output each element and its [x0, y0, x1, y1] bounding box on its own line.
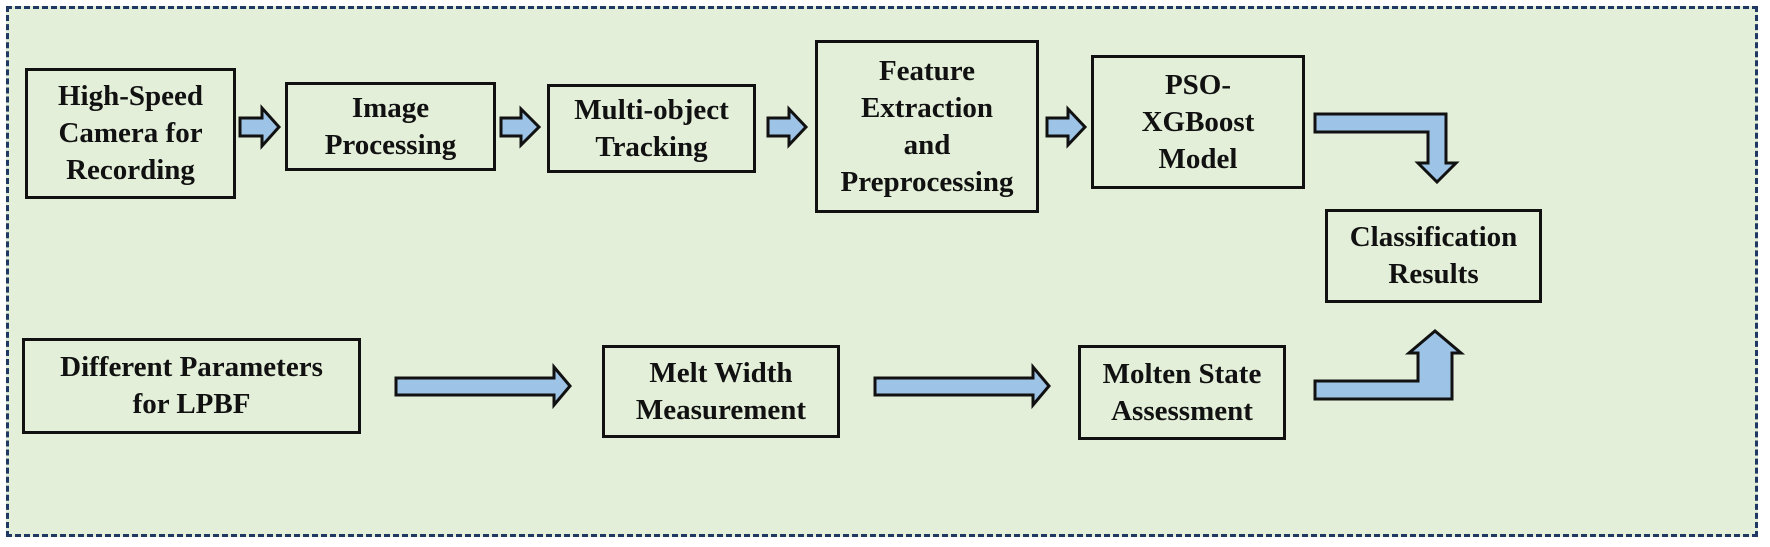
- node-pso-xgboost-model: PSO- XGBoost Model: [1091, 55, 1305, 189]
- node-high-speed-camera: High-Speed Camera for Recording: [25, 68, 236, 199]
- node-image-processing: Image Processing: [285, 82, 496, 171]
- node-melt-width-measurement: Melt Width Measurement: [602, 345, 840, 438]
- node-different-parameters: Different Parameters for LPBF: [22, 338, 361, 434]
- node-classification-results: Classification Results: [1325, 209, 1542, 303]
- node-feature-extraction: Feature Extraction and Preprocessing: [815, 40, 1039, 213]
- node-molten-state-assessment: Molten State Assessment: [1078, 345, 1286, 440]
- node-multi-object-tracking: Multi-object Tracking: [547, 84, 756, 173]
